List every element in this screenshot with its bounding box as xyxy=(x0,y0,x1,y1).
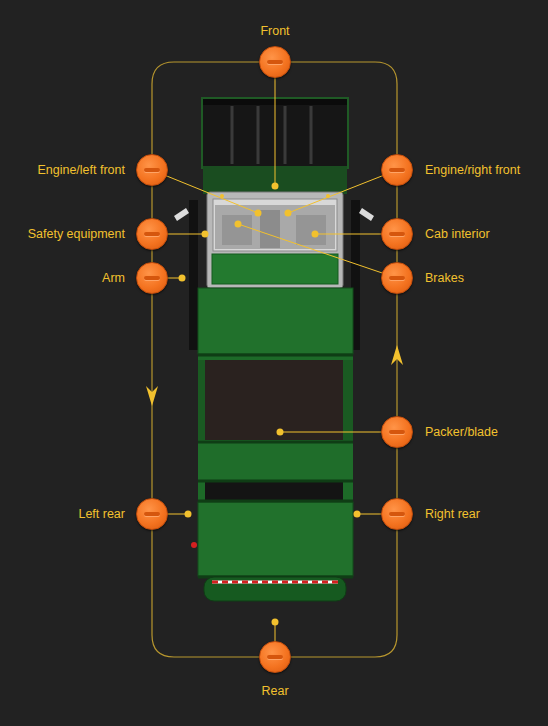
rib xyxy=(310,106,313,164)
dashboard xyxy=(215,205,335,249)
point-label: Right rear xyxy=(425,507,480,522)
body-rails xyxy=(198,355,353,577)
point-label: Safety equipment xyxy=(28,227,125,242)
inspection-point: Right rear xyxy=(381,498,413,530)
body-panel xyxy=(198,502,353,576)
route-line xyxy=(291,530,397,657)
leader-dot xyxy=(272,183,279,190)
route-line xyxy=(396,294,397,416)
console xyxy=(260,210,280,248)
inspection-point: Engine/left front xyxy=(136,154,168,186)
seat xyxy=(296,215,326,245)
point-label: Front xyxy=(260,24,289,39)
reflector-strip xyxy=(212,581,338,584)
route-line xyxy=(152,62,259,154)
mirror xyxy=(359,208,374,221)
leader-dot xyxy=(312,231,319,238)
inspection-point: Engine/right front xyxy=(381,154,413,186)
leader-line xyxy=(288,170,397,213)
leader-dot xyxy=(277,429,284,436)
leader-line xyxy=(275,62,276,186)
inspection-point: Packer/blade xyxy=(381,416,413,448)
route-line xyxy=(396,186,397,218)
inspection-point: Brakes xyxy=(381,262,413,294)
rib xyxy=(257,106,260,164)
rail xyxy=(198,500,353,503)
rail xyxy=(198,354,353,357)
point-label: Arm xyxy=(102,271,125,286)
leader-dots xyxy=(179,183,361,626)
inspection-point: Arm xyxy=(136,262,168,294)
route-line xyxy=(396,448,397,498)
point-label: Cab interior xyxy=(425,227,490,242)
inspection-point: Left rear xyxy=(136,498,168,530)
inspection-point: Front xyxy=(259,46,291,78)
seat xyxy=(222,215,252,245)
route-line xyxy=(152,530,259,657)
leader-line xyxy=(152,170,258,213)
windshield xyxy=(213,199,337,251)
inspection-point: Rear xyxy=(259,641,291,673)
body xyxy=(198,288,353,578)
point-label: Packer/blade xyxy=(425,425,498,440)
tail-light xyxy=(191,542,197,548)
leader-dot xyxy=(235,221,242,228)
point-label: Left rear xyxy=(78,507,125,522)
route-line xyxy=(291,62,397,154)
rail xyxy=(198,441,353,444)
hopper-wall xyxy=(343,360,353,440)
leader-dot xyxy=(255,210,262,217)
leader-dot xyxy=(354,511,361,518)
truck xyxy=(174,98,374,601)
point-label: Engine/left front xyxy=(37,163,125,178)
route-line xyxy=(151,186,152,218)
cab xyxy=(207,192,343,288)
inspection-point: Cab interior xyxy=(381,218,413,250)
tailgate xyxy=(204,577,346,601)
rib xyxy=(284,106,287,164)
inspection-point: Safety equipment xyxy=(136,218,168,250)
cab-roof xyxy=(212,254,338,284)
hopper-opening xyxy=(205,360,343,440)
leader-line xyxy=(280,432,397,433)
body-gap xyxy=(205,482,343,500)
leader-dot xyxy=(272,619,279,626)
hopper-wall xyxy=(198,360,205,440)
mirror xyxy=(174,208,189,221)
route-line xyxy=(396,250,397,262)
rail xyxy=(198,480,353,483)
point-label: Engine/right front xyxy=(425,163,520,178)
point-label: Rear xyxy=(261,684,288,699)
leader-dot xyxy=(202,231,209,238)
leader-dot xyxy=(185,511,192,518)
hood-ribs xyxy=(232,106,311,164)
rib xyxy=(231,106,234,164)
leader-line xyxy=(238,224,397,278)
point-label: Brakes xyxy=(425,271,464,286)
leader-dot xyxy=(285,210,292,217)
body-panel xyxy=(198,288,353,354)
leader-dot xyxy=(179,275,186,282)
reflector-strip xyxy=(212,581,338,584)
leader-lines xyxy=(152,62,397,657)
body-panel xyxy=(198,442,353,480)
route-line xyxy=(151,294,152,498)
route-line xyxy=(151,250,152,262)
side-rail xyxy=(189,200,198,350)
